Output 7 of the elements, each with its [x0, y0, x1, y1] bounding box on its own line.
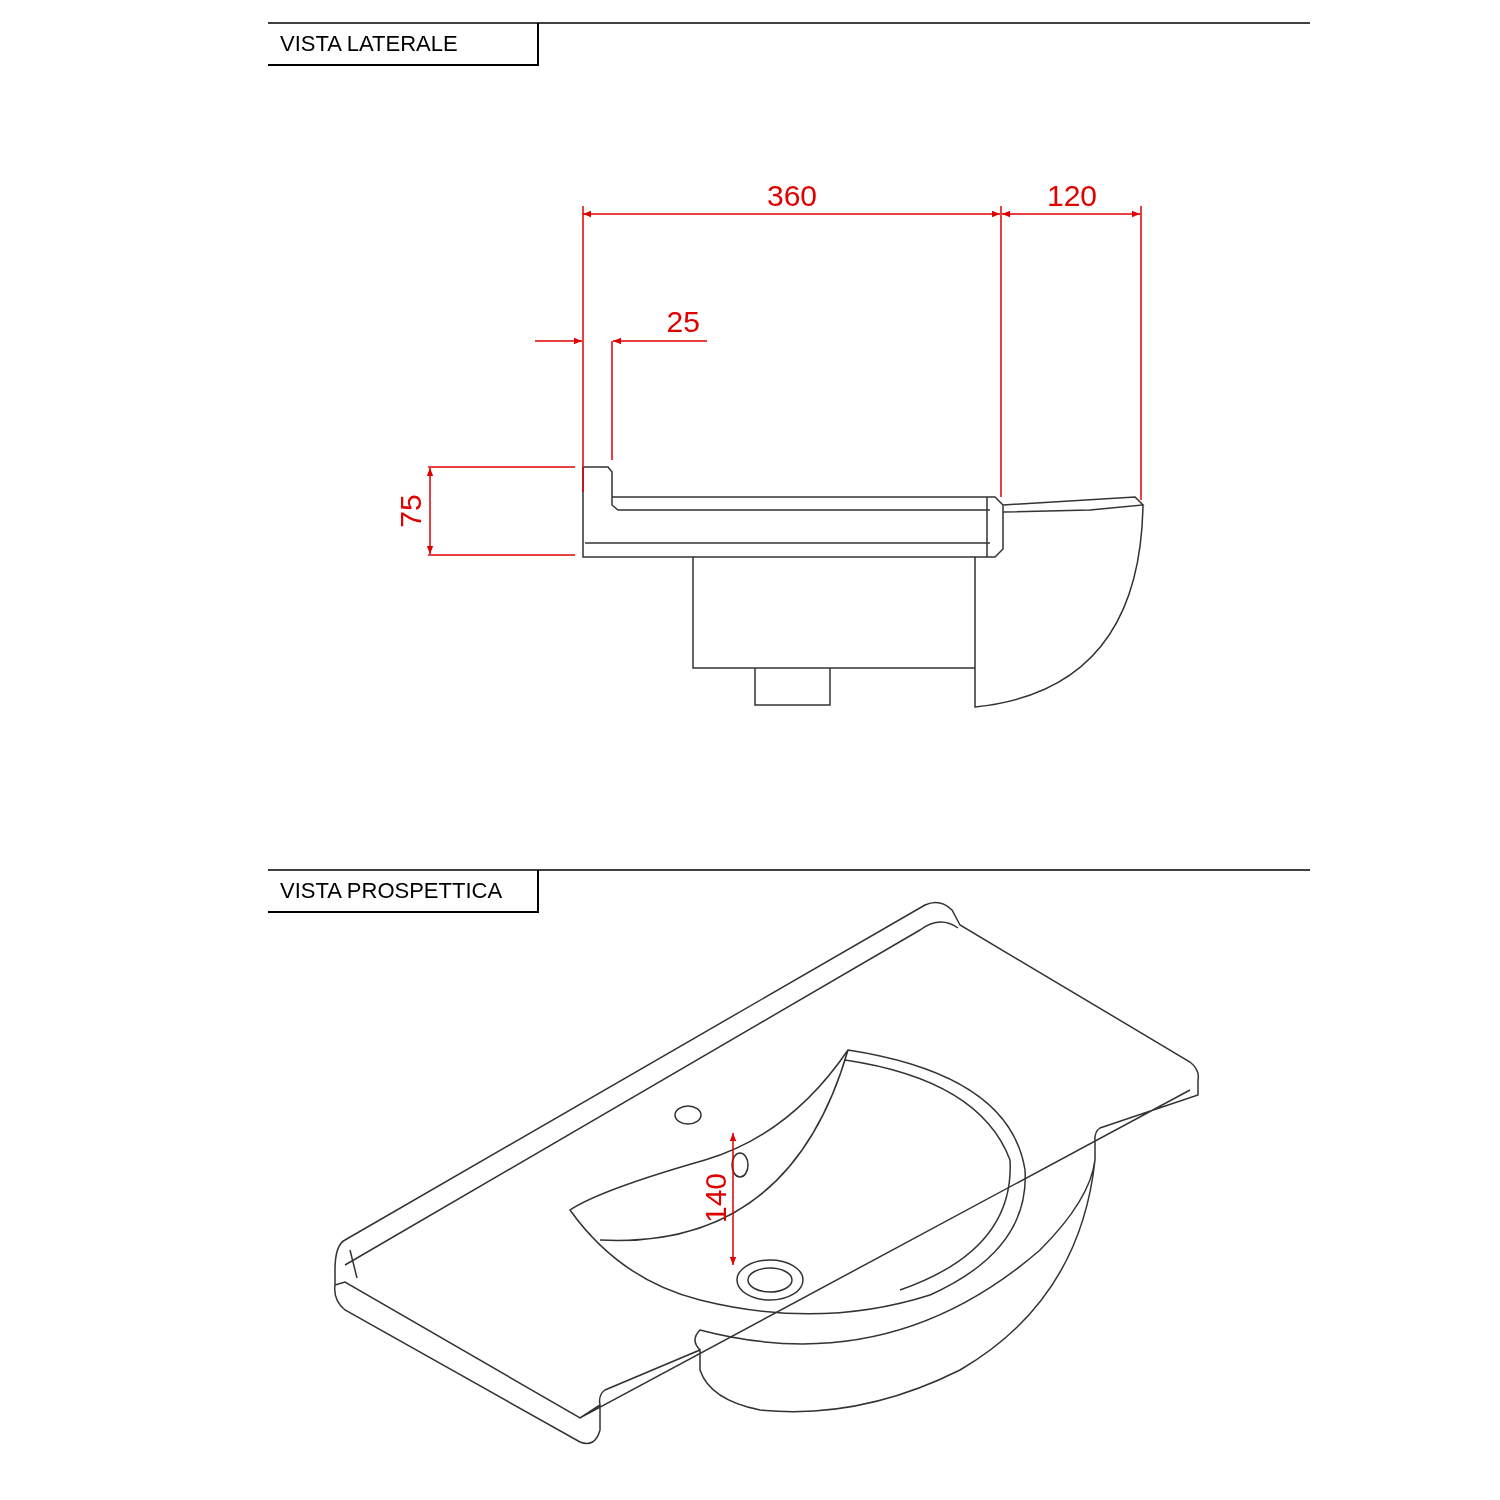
dimension-value: 140	[701, 1172, 732, 1224]
dimension-value: 120	[1047, 181, 1098, 211]
dimension-value: 25	[666, 307, 700, 337]
view-heading: VISTA PROSPETTICA	[268, 870, 539, 913]
dimension-value: 75	[395, 494, 426, 528]
dimension-value: 360	[767, 181, 818, 211]
view-heading: VISTA LATERALE	[268, 23, 539, 66]
